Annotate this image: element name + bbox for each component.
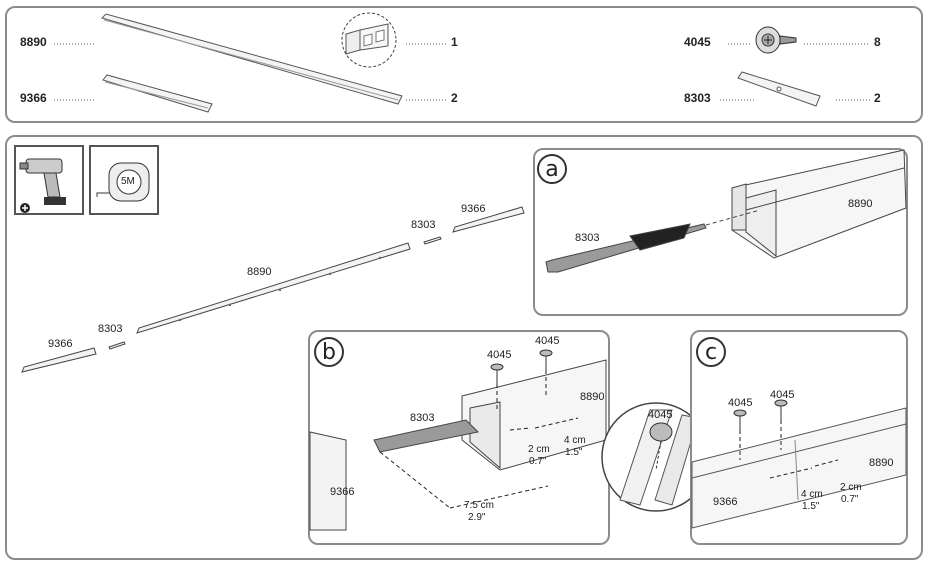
detail-b-label-screw2: 4045 [535,335,560,347]
detail-b-label-rail: 8890 [580,391,605,403]
direction-arrow-icon [629,223,691,251]
detail-b-dim1-in: 0.7" [529,456,547,467]
parts-list-panel [5,6,923,123]
detail-b-label-end-rail: 9366 [330,486,355,498]
detail-c-label-screw2: 4045 [770,389,795,401]
overview-rail-8890 [136,242,411,334]
rail-profile-zoom [341,12,397,68]
detail-a-label-plate: 8303 [575,232,600,244]
detail-c-dim2-cm: 2 cm [840,482,862,493]
tape-measure-icon [96,162,150,202]
detail-b-plate [373,419,480,453]
part-qty-plate: 2 [874,91,881,105]
detail-b-badge: b [314,337,344,367]
detail-b-end-rail [309,431,347,531]
detail-c-badge: c [696,337,726,367]
tape-measure-tool-box: 5M [89,145,159,215]
overview-label-end-left: 9366 [48,338,73,350]
zoom-label-screw: 4045 [648,409,673,421]
detail-c-label-rail: 8890 [869,457,894,469]
screw-4045-part-drawing [755,26,797,54]
detail-c-label-end-rail: 9366 [713,496,738,508]
overview-label-plate-right: 8303 [411,219,436,231]
detail-b-dim3-cm: 7.5 cm [464,500,495,511]
detail-a-label-rail: 8890 [848,198,873,210]
overview-end-rail-left [21,347,97,373]
part-qty-end-rail: 2 [451,91,458,105]
part-code-screw: 4045 [684,35,711,49]
detail-b-dim1-cm: 2 cm [528,444,550,455]
part-qty-screw: 8 [874,35,881,49]
plate-8303-part-drawing [737,71,821,107]
detail-b-dimension-lines [379,370,579,509]
detail-b-label-screw1: 4045 [487,349,512,361]
detail-c-dim1-cm: 4 cm [801,489,823,500]
rail-8890-part-drawing [101,13,403,105]
detail-b-dim2-cm: 4 cm [564,435,586,446]
detail-a-badge: a [537,154,567,184]
part-qty-rail: 1 [451,35,458,49]
tape-length-label: 5M [121,176,135,187]
part-code-rail: 8890 [20,35,47,49]
detail-b-dim3-in: 2.9" [468,512,486,523]
overview-label-end-right: 9366 [461,203,486,215]
overview-label-plate-left: 8303 [98,323,123,335]
detail-c-dimension-lines [739,420,839,479]
drill-tool-box [14,145,84,215]
detail-b-label-plate: 8303 [410,412,435,424]
part-code-plate: 8303 [684,91,711,105]
detail-c-dim1-in: 1.5" [802,501,820,512]
detail-b-dim2-in: 1.5" [565,447,583,458]
leader-lines [54,43,870,101]
overview-label-rail: 8890 [247,266,272,278]
drill-icon [19,158,66,213]
detail-c-label-screw1: 4045 [728,397,753,409]
overview-plate-left [108,341,126,350]
overview-plate-right [423,236,442,245]
detail-c-dim2-in: 0.7" [841,494,859,505]
part-code-end-rail: 9366 [20,91,47,105]
overview-end-rail-right [452,206,525,233]
detail-b-screws [490,349,553,384]
end-rail-9366-part-drawing [102,74,213,113]
detail-c-screws [733,399,788,430]
